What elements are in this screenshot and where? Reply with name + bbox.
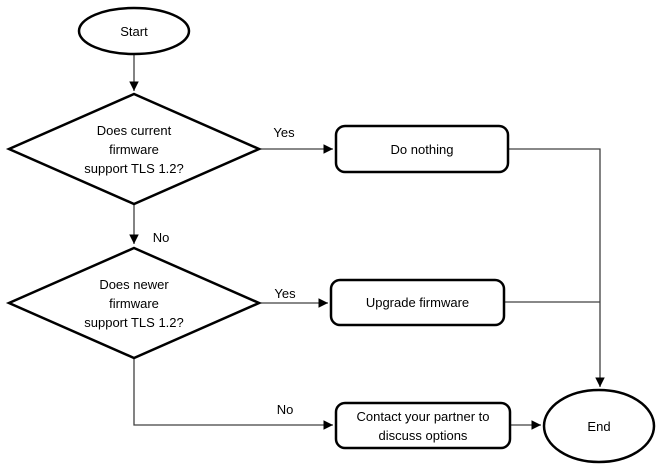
contact-partner-process-shape [334, 401, 512, 450]
decision-current-diamond-shape [5, 92, 263, 206]
edge-do-nothing-to-end [509, 148, 605, 387]
start-terminator-shape [77, 6, 191, 56]
decision-newer-diamond-shape [5, 246, 263, 360]
do-nothing-process-shape [334, 124, 510, 174]
edge-decision-newer-no-to-contact [133, 359, 333, 430]
upgrade-firmware-process-shape [329, 278, 506, 327]
end-terminator-shape [542, 388, 656, 464]
